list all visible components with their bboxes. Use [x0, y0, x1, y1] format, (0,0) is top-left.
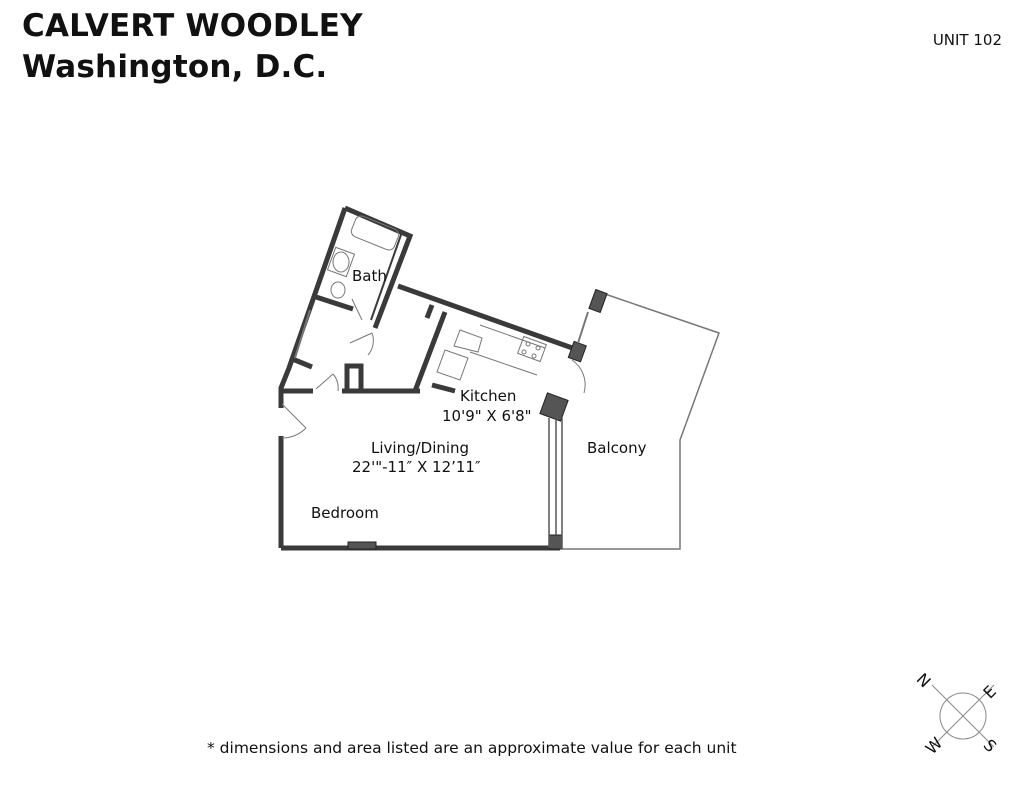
walls: [278, 205, 579, 551]
room-label-kitchen: Kitchen: [460, 387, 516, 405]
room-label-living-dining: Living/Dining: [371, 439, 469, 457]
window-wall: [548, 418, 563, 549]
room-dims-living-dining: 22'"-11″ X 12’11″: [352, 458, 481, 476]
room-label-bedroom: Bedroom: [311, 504, 379, 522]
balcony-outline: [562, 292, 720, 550]
unit-label: UNIT 102: [932, 31, 1002, 49]
header-title: CALVERT WOODLEY Washington, D.C.: [22, 6, 363, 88]
room-label-balcony: Balcony: [587, 439, 647, 457]
city-name: Washington, D.C.: [22, 49, 328, 85]
kitchen-fixtures: [436, 324, 547, 381]
footnote: * dimensions and area listed are an appr…: [207, 739, 737, 757]
room-dims-kitchen: 10'9" X 6'8": [442, 407, 532, 425]
compass-south: S: [980, 735, 1001, 756]
compass-rose: N E S W: [913, 669, 1001, 758]
compass-east: E: [979, 682, 1000, 703]
compass-north: N: [913, 669, 935, 691]
building-name: CALVERT WOODLEY: [22, 8, 363, 44]
bath-fixtures: [326, 215, 400, 299]
room-label-bath: Bath: [352, 267, 387, 285]
doors: [281, 298, 589, 439]
